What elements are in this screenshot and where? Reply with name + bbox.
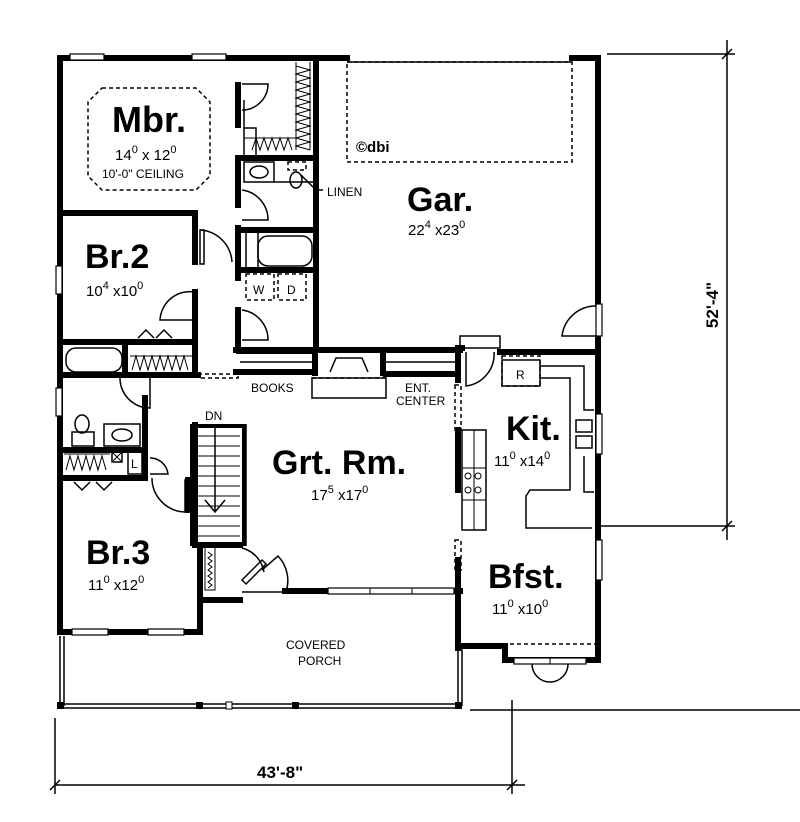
sink-icon bbox=[111, 428, 133, 442]
mbr-closet bbox=[235, 62, 319, 161]
window bbox=[327, 587, 455, 595]
great-room-dims: 175 x170 bbox=[311, 484, 368, 504]
window bbox=[71, 628, 109, 636]
hearth bbox=[311, 377, 387, 399]
overall-depth-label: 52'-4" bbox=[703, 282, 722, 328]
toilet-icon bbox=[289, 171, 303, 189]
bathtub-icon bbox=[257, 235, 313, 267]
window bbox=[55, 387, 63, 417]
books-label: BOOKS bbox=[251, 381, 294, 395]
stairs: DN bbox=[190, 409, 289, 593]
mbr-dims: 140 x 120 bbox=[115, 144, 176, 164]
fireplace-wall: BOOKS ENT. CENTER bbox=[233, 350, 462, 431]
interior-walls bbox=[57, 55, 601, 603]
breakfast-dims: 110 x100 bbox=[492, 598, 548, 618]
refrigerator-label: R bbox=[516, 368, 525, 382]
tray-ceiling-outline bbox=[87, 87, 211, 191]
hall-bath-2: L bbox=[64, 347, 239, 513]
sink-icon bbox=[249, 165, 269, 179]
garage-side-door bbox=[561, 305, 597, 337]
bathtub-icon bbox=[65, 347, 123, 373]
garage-dims: 224 x230 bbox=[408, 219, 465, 239]
toilet-icon bbox=[74, 414, 90, 434]
br2-name: Br.2 bbox=[85, 238, 149, 276]
copyright-mark: ©dbi bbox=[356, 139, 390, 156]
breakfast-name: Bfst. bbox=[488, 558, 564, 596]
kitchen-dims: 110 x140 bbox=[494, 450, 550, 470]
stairs-down-label: DN bbox=[205, 409, 222, 423]
br2-dims: 104 x100 bbox=[86, 280, 143, 300]
linen-label: LINEN bbox=[327, 185, 362, 199]
master-bath bbox=[241, 161, 323, 221]
ent-label-1: ENT. bbox=[405, 381, 431, 395]
depth-dimension: 52'-4" bbox=[600, 40, 735, 540]
door-frame bbox=[595, 303, 603, 337]
laundry-chute-label: L bbox=[131, 457, 138, 471]
dryer-label: D bbox=[287, 283, 296, 297]
hall-bath: W D bbox=[239, 227, 319, 341]
great-room-name: Grt. Rm. bbox=[272, 444, 406, 482]
mbr-name: Mbr. bbox=[112, 99, 186, 140]
porch-label-2: PORCH bbox=[298, 654, 341, 668]
window bbox=[191, 53, 227, 61]
window bbox=[69, 53, 105, 61]
kitchen-name: Kit. bbox=[506, 410, 561, 448]
porch-label-1: COVERED bbox=[286, 638, 346, 652]
washer-label: W bbox=[253, 283, 265, 297]
garage-name: Gar. bbox=[407, 181, 473, 219]
mbr-ceiling-note: 10'-0" CEILING bbox=[102, 167, 184, 181]
overall-width-label: 43'-8" bbox=[257, 763, 303, 782]
breakfast-bay bbox=[510, 539, 603, 683]
window bbox=[147, 628, 185, 636]
window bbox=[595, 413, 603, 455]
window bbox=[55, 265, 63, 295]
width-dimension: 43'-8" bbox=[49, 700, 525, 794]
br2-door-closet bbox=[130, 229, 233, 372]
covered-porch: COVERED PORCH bbox=[57, 636, 463, 710]
window bbox=[595, 539, 603, 581]
ent-label-2: CENTER bbox=[396, 394, 446, 408]
br3-name: Br.3 bbox=[86, 534, 150, 572]
kitchen-layout: R bbox=[454, 335, 603, 571]
br3-dims: 110 x120 bbox=[88, 574, 144, 594]
